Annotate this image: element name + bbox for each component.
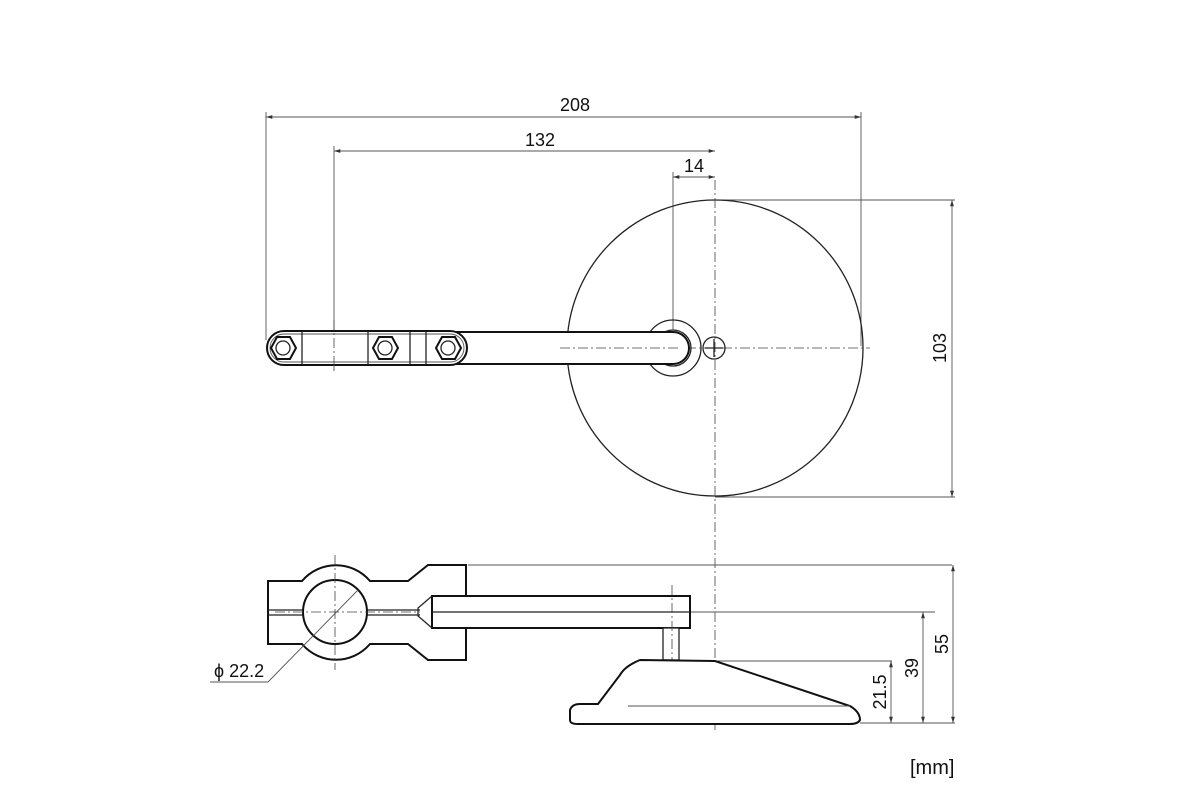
mirror-arm [454,331,690,365]
dim-label-208: 208 [560,95,590,115]
dim-label-103: 103 [930,333,950,363]
side-view: ϕ 22.2 55 39 21.5 [210,555,955,725]
dim-label-21-5: 21.5 [870,674,890,709]
clamp-plate [266,330,468,366]
hex-nut-2 [371,336,400,360]
hex-nut-3 [434,336,463,360]
dim-label-55: 55 [932,634,952,654]
top-view: 208 132 14 103 [265,95,955,730]
hex-nut-1 [269,336,298,360]
dim-label-39: 39 [902,658,922,678]
mirror-base [569,658,862,725]
dim-label-132: 132 [525,130,555,150]
units-label: [mm] [910,757,954,779]
dim-label-bar-diameter: ϕ 22.2 [214,661,264,681]
dim-label-14: 14 [684,156,704,176]
diameter-leader [267,589,359,683]
